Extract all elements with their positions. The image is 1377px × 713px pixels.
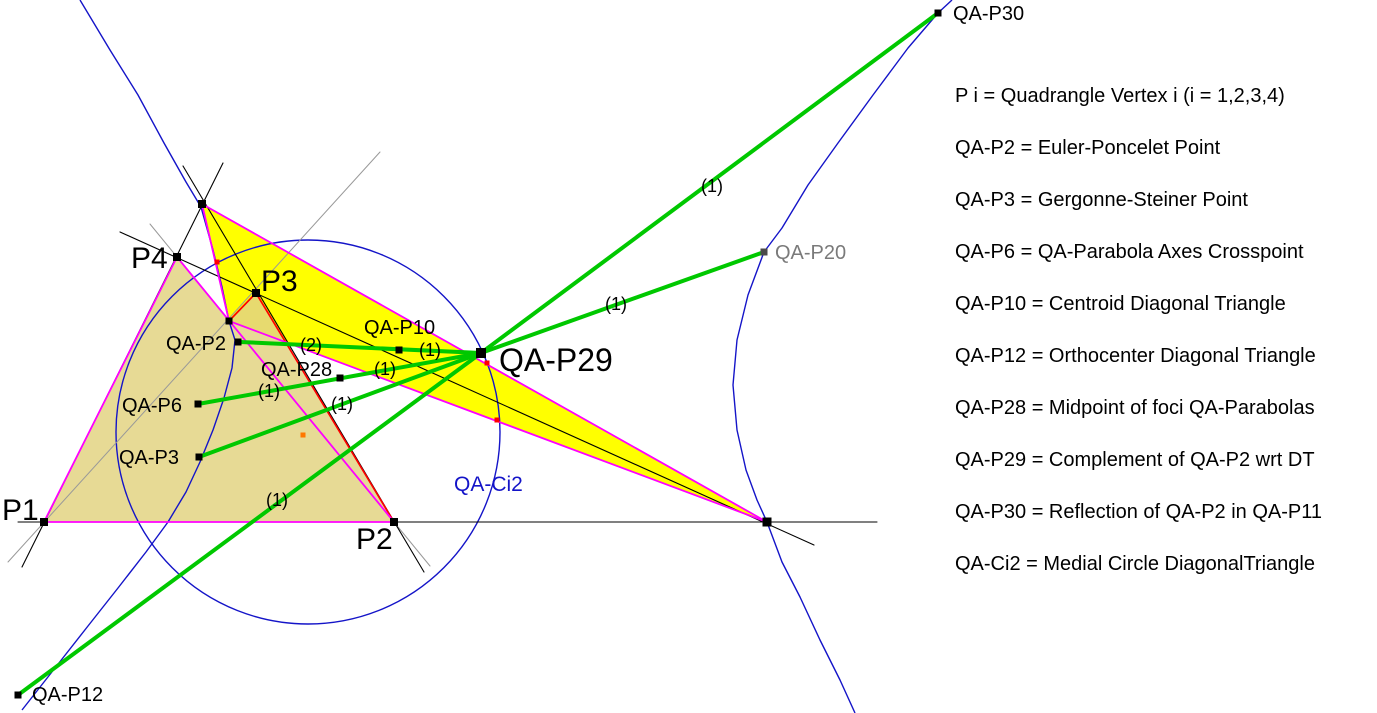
- ratio-label-3: (1): [374, 359, 396, 379]
- point-marker-QA-P10[interactable]: [395, 346, 403, 354]
- point-marker-S2[interactable]: [225, 317, 233, 325]
- point-label-QA-P20: QA-P20: [775, 242, 846, 264]
- point-marker-QA-P6[interactable]: [194, 400, 202, 408]
- medial-vertex-dot-1: [484, 360, 490, 366]
- gray-line-0: [7, 151, 381, 563]
- red-segment-1: [255, 292, 395, 523]
- red-segment-0: [228, 292, 257, 322]
- point-label-QA-P3: QA-P3: [119, 447, 179, 469]
- point-marker-QA-P12[interactable]: [14, 691, 22, 699]
- point-marker-P3[interactable]: [252, 289, 260, 297]
- point-marker-S3[interactable]: [198, 200, 206, 208]
- green-connector-5[interactable]: [16, 351, 483, 697]
- legend-line-3: QA-P6 = QA-Parabola Axes Crosspoint: [955, 241, 1304, 263]
- medial-vertex-dot-2: [494, 417, 500, 423]
- point-label-QA-P28: QA-P28: [261, 359, 332, 381]
- point-marker-QA-P30[interactable]: [934, 9, 942, 17]
- legend-line-6: QA-P28 = Midpoint of foci QA-Parabolas: [955, 397, 1315, 419]
- medial-vertex-dot-0: [214, 259, 220, 265]
- point-marker-P4[interactable]: [173, 253, 181, 261]
- point-label-QA-P6: QA-P6: [122, 395, 182, 417]
- legend-line-9: QA-Ci2 = Medial Circle DiagonalTriangle: [955, 553, 1315, 575]
- legend-line-0: P i = Quadrangle Vertex i (i = 1,2,3,4): [955, 85, 1285, 107]
- legend-line-1: QA-P2 = Euler-Poncelet Point: [955, 137, 1221, 159]
- quadrangle-fill: [44, 257, 394, 522]
- point-marker-P1[interactable]: [40, 518, 48, 526]
- point-label-QA-P2: QA-P2: [166, 333, 226, 355]
- green-connector-2[interactable]: [238, 340, 483, 355]
- point-label-P3: P3: [261, 265, 298, 298]
- green-connector-1[interactable]: [479, 250, 766, 355]
- medial-circle-QA-Ci2[interactable]: [115, 239, 501, 625]
- ratio-label-0: (2): [300, 335, 322, 355]
- ratio-label-2: (1): [258, 381, 280, 401]
- point-marker-S1[interactable]: [762, 517, 772, 527]
- point-label-QA-P10: QA-P10: [364, 317, 435, 339]
- legend-line-2: QA-P3 = Gergonne-Steiner Point: [955, 189, 1248, 211]
- point-label-P4: P4: [131, 242, 168, 275]
- ratio-label-5: (1): [266, 490, 288, 510]
- green-connector-4[interactable]: [197, 351, 483, 459]
- point-label-P2: P2: [356, 523, 393, 556]
- hyperbola-right-branch[interactable]: [732, 0, 953, 713]
- magenta-segment-0: [43, 256, 178, 523]
- legend-line-8: QA-P30 = Reflection of QA-P2 in QA-P11: [955, 501, 1322, 523]
- point-marker-QA-P2[interactable]: [234, 338, 242, 346]
- ratio-label-6: (1): [701, 176, 723, 196]
- green-connector-0[interactable]: [479, 11, 940, 355]
- point-label-QA-P12: QA-P12: [32, 684, 103, 706]
- ratio-label-1: (1): [419, 340, 441, 360]
- legend-line-5: QA-P12 = Orthocenter Diagonal Triangle: [955, 345, 1316, 367]
- legend-line-7: QA-P29 = Complement of QA-P2 wrt DT: [955, 449, 1315, 471]
- point-marker-QA-P29[interactable]: [476, 348, 486, 358]
- ratio-label-4: (1): [331, 394, 353, 414]
- point-marker-P2[interactable]: [390, 518, 398, 526]
- hyperbola-left-branch[interactable]: [21, 0, 236, 711]
- ratio-label-7: (1): [605, 294, 627, 314]
- point-label-QA-P29: QA-P29: [499, 342, 613, 378]
- point-marker-QA-P3[interactable]: [195, 453, 203, 461]
- curve-label-QA-Ci2: QA-Ci2: [454, 473, 523, 496]
- legend-line-4: QA-P10 = Centroid Diagonal Triangle: [955, 293, 1286, 315]
- circle-center-dot: [300, 432, 306, 438]
- point-label-P1: P1: [2, 494, 39, 527]
- point-marker-QA-P20[interactable]: [760, 248, 768, 256]
- point-label-QA-P30: QA-P30: [953, 3, 1024, 25]
- point-marker-QA-P28[interactable]: [336, 374, 344, 382]
- black-line-1: [119, 231, 815, 546]
